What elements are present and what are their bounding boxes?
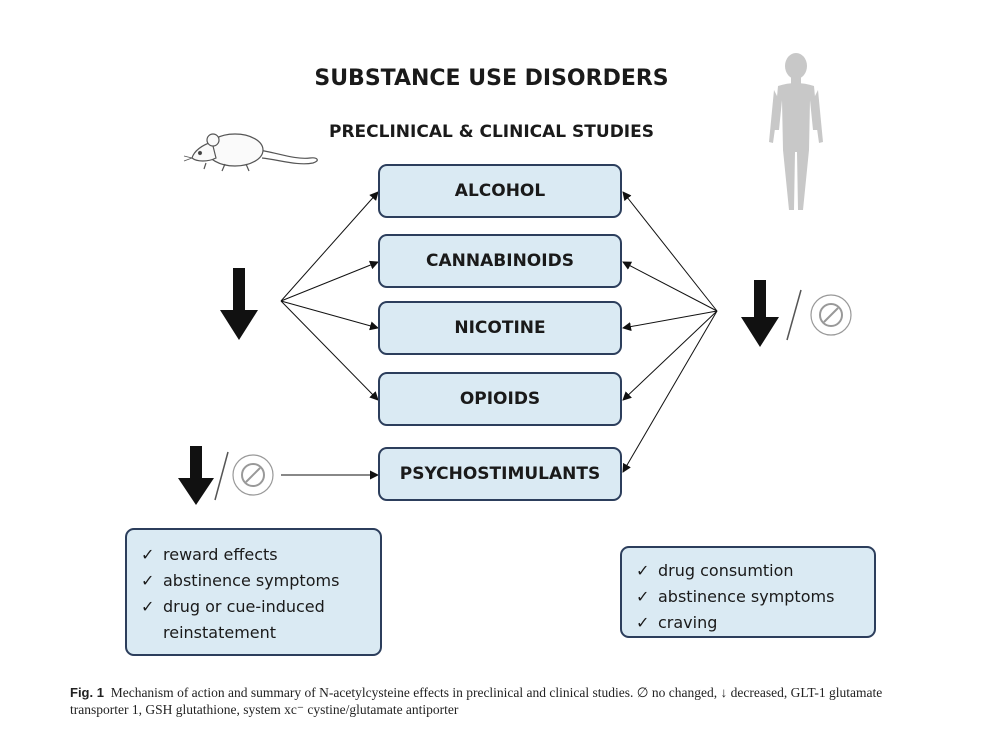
- left-arrows: [280, 191, 379, 480]
- human-silhouette-icon: [769, 53, 823, 210]
- clinical-effects-box: ✓drug consumtion ✓abstinence symptoms ✓c…: [620, 546, 876, 638]
- down-arrow-icon: [741, 280, 779, 347]
- check-icon: ✓: [636, 587, 650, 606]
- figure-label: Fig. 1: [70, 685, 104, 700]
- diagram-title: SUBSTANCE USE DISORDERS: [314, 66, 669, 91]
- down-arrow-icon: [178, 446, 214, 505]
- separator-slash: [786, 289, 802, 341]
- no-change-icon: [232, 454, 274, 496]
- substance-box-cannabinoids: CANNABINOIDS: [378, 234, 622, 288]
- list-item: ✓abstinence symptoms: [636, 584, 864, 610]
- list-item: ✓craving: [636, 610, 864, 636]
- check-icon: ✓: [141, 597, 155, 616]
- down-arrow-icon: [220, 268, 258, 340]
- check-icon: ✓: [141, 571, 155, 590]
- substance-box-psychostimulants: PSYCHOSTIMULANTS: [378, 447, 622, 501]
- substance-box-alcohol: ALCOHOL: [378, 164, 622, 218]
- check-icon: ✓: [141, 545, 155, 564]
- list-item: ✓drug or cue-induced reinstatement: [141, 594, 370, 646]
- list-item: ✓abstinence symptoms: [141, 568, 370, 594]
- figure-caption: Fig. 1 Mechanism of action and summary o…: [70, 684, 930, 718]
- diagram-subtitle: PRECLINICAL & CLINICAL STUDIES: [329, 122, 654, 142]
- right-arrows: [622, 191, 718, 473]
- substance-box-nicotine: NICOTINE: [378, 301, 622, 355]
- rat-icon: [183, 133, 318, 172]
- caption-text: Mechanism of action and summary of N-ace…: [70, 685, 883, 717]
- no-change-icon: [810, 294, 852, 336]
- list-item: ✓reward effects: [141, 542, 370, 568]
- check-icon: ✓: [636, 561, 650, 580]
- preclinical-effects-box: ✓reward effects ✓abstinence symptoms ✓dr…: [125, 528, 382, 656]
- check-icon: ✓: [636, 613, 650, 632]
- list-item: ✓drug consumtion: [636, 558, 864, 584]
- substance-box-opioids: OPIOIDS: [378, 372, 622, 426]
- separator-slash: [214, 451, 229, 501]
